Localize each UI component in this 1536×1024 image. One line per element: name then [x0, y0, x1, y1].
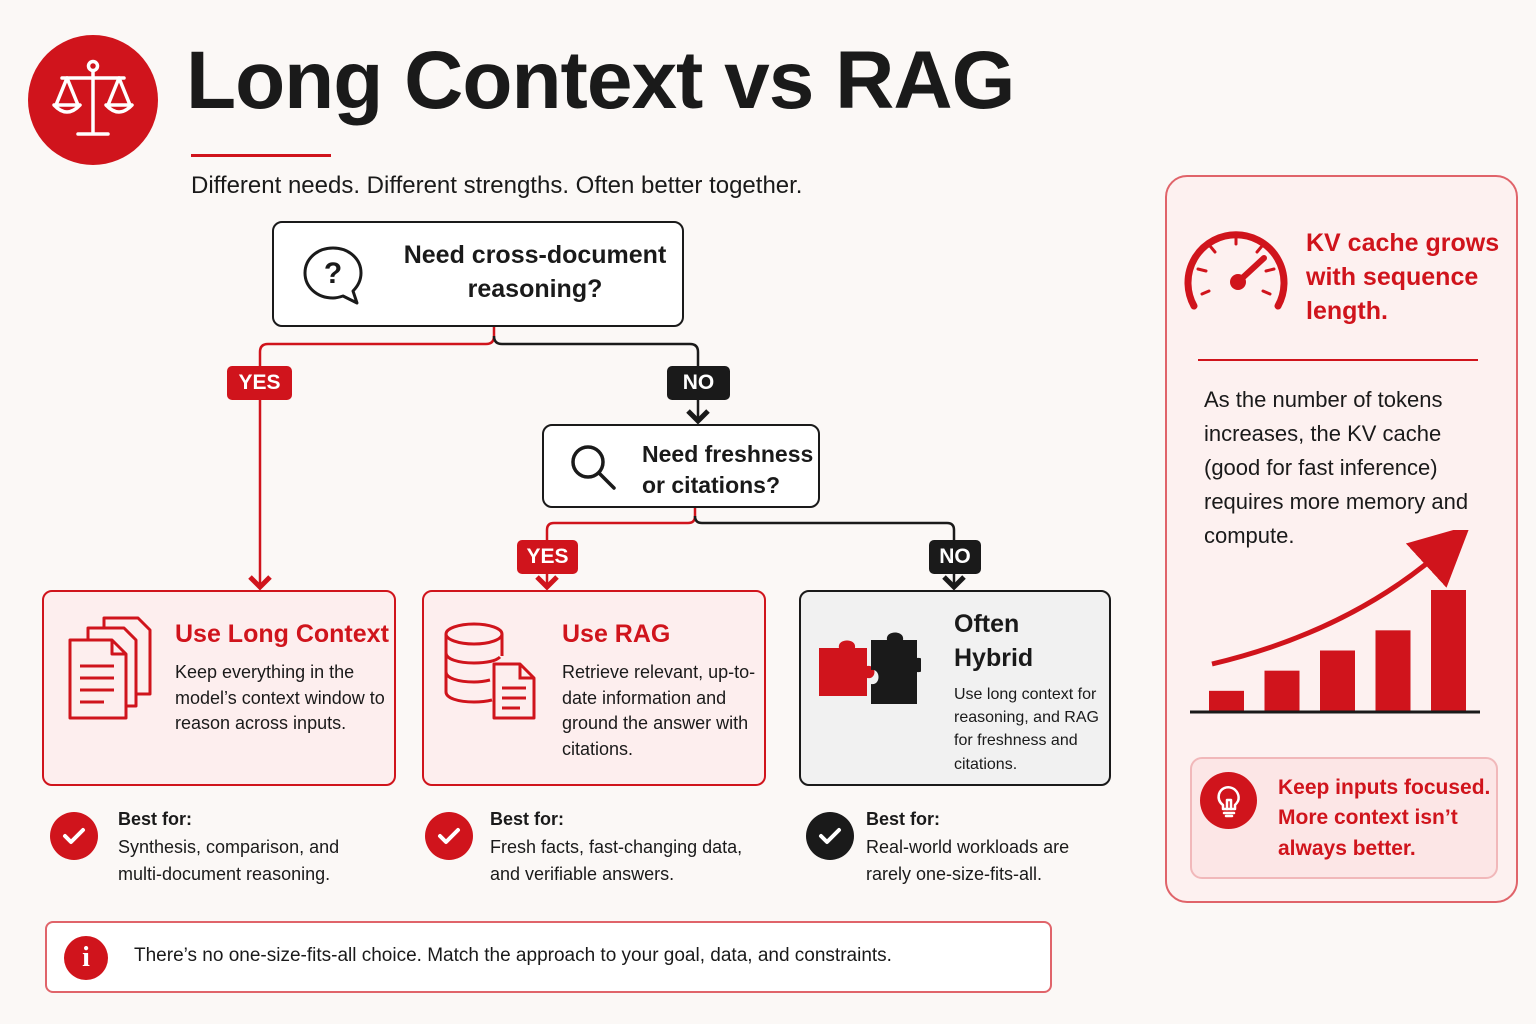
best-for-rag-label: Best for:	[490, 809, 565, 829]
logo-badge	[28, 35, 158, 165]
info-icon: i	[64, 936, 108, 980]
tip-icon-badge	[1200, 772, 1257, 829]
q1-yes-tag: YES	[227, 366, 292, 400]
connector-q2-no	[693, 515, 956, 540]
question-2-line2: or citations?	[642, 472, 781, 499]
check-icon	[806, 812, 854, 860]
card-hybrid-title-line1: Often	[954, 610, 1020, 638]
question-2-line1: Need freshness	[642, 441, 814, 467]
lightbulb-icon	[1216, 785, 1240, 817]
card-long-context-title: Use Long Context	[175, 620, 389, 648]
q2-yes-tag: YES	[517, 540, 578, 574]
kv-bar-1	[1209, 690, 1244, 711]
magnifier-icon	[571, 445, 616, 490]
best-for-long-context-text: Synthesis, comparison, and multi-documen…	[118, 837, 340, 884]
tip-line3: always better.	[1278, 836, 1416, 860]
question-freshness: Need freshness or citations?	[542, 424, 820, 508]
q1-no-tag: NO	[667, 366, 730, 400]
connector-q1-yes	[258, 327, 496, 366]
svg-text:?: ?	[324, 257, 342, 290]
question-cross-document: ? Need cross-document reasoning?	[272, 221, 684, 327]
card-long-context: Use Long Context Keep everything in the …	[42, 590, 396, 786]
question-1-line2: reasoning?	[467, 274, 603, 303]
page-title: Long Context vs RAG	[186, 35, 1015, 126]
kv-title-line3: length.	[1306, 297, 1388, 325]
tip-line2: More context isn’t	[1278, 806, 1458, 830]
page-subtitle: Different needs. Different strengths. Of…	[191, 172, 803, 199]
info-text: There’s no one-size-fits-all choice. Mat…	[134, 945, 892, 966]
scales-icon	[52, 59, 134, 136]
connector-q1-no	[492, 335, 700, 366]
check-icon	[50, 812, 98, 860]
kv-bar-3	[1320, 650, 1355, 711]
connector-q2-yes	[545, 508, 697, 540]
card-rag-description: Retrieve relevant, up-to-date informatio…	[562, 662, 756, 759]
kv-description: As the number of tokens increases, the K…	[1204, 387, 1469, 549]
card-hybrid: Often Hybrid Use long context for reason…	[799, 590, 1111, 786]
best-for-hybrid-text: Real-world workloads are rarely one-size…	[866, 837, 1070, 884]
best-for-rag-text: Fresh facts, fast-changing data, and ver…	[490, 837, 743, 884]
card-rag-title: Use RAG	[562, 620, 671, 648]
flow-connectors	[248, 327, 966, 591]
kv-title-line1: KV cache grows	[1306, 229, 1500, 257]
question-bubble-icon: ?	[303, 246, 363, 305]
best-for-long-context-label: Best for:	[118, 809, 193, 829]
check-icon	[425, 812, 473, 860]
database-document-icon	[444, 622, 536, 720]
q2-no-tag: NO	[929, 540, 981, 574]
kv-bar-5	[1431, 590, 1466, 711]
trend-arrow	[1211, 530, 1471, 667]
card-hybrid-title-line2: Hybrid	[954, 643, 1034, 672]
kv-title-line2: with sequence	[1306, 263, 1479, 291]
tip-line1: Keep inputs focused.	[1278, 776, 1491, 799]
kv-divider	[1198, 359, 1478, 361]
kv-bar-4	[1375, 630, 1411, 711]
best-for-hybrid-label: Best for:	[866, 809, 941, 829]
puzzle-pieces-icon	[819, 632, 921, 704]
speedometer-icon	[1184, 231, 1288, 310]
card-long-context-description: Keep everything in the model’s context w…	[175, 662, 385, 734]
kv-growth-chart	[1190, 530, 1480, 714]
documents-stack-icon	[68, 616, 152, 720]
question-1-line1: Need cross-document	[403, 241, 667, 269]
title-underline	[191, 154, 331, 157]
kv-bar-2	[1264, 670, 1300, 711]
card-rag: Use RAG Retrieve relevant, up-to-date in…	[422, 590, 766, 786]
info-bar	[45, 921, 1052, 993]
card-hybrid-description: Use long context for reasoning, and RAG …	[954, 686, 1099, 773]
